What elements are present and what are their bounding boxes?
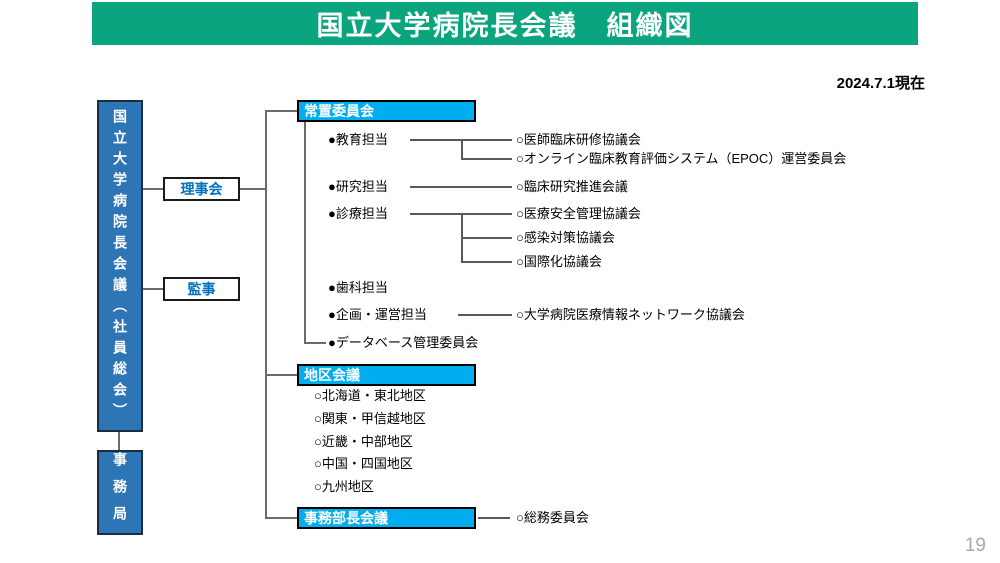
branch-line xyxy=(461,158,512,160)
secretariat-label: 事務局 xyxy=(112,452,128,533)
connector-line xyxy=(143,288,163,290)
auditor-label: 監事 xyxy=(187,281,216,297)
list-item-infection-control-council: ○感染対策協議会 xyxy=(516,230,615,245)
list-item-epoc-committee: ○オンライン臨床教育評価システム（EPOC）運営委員会 xyxy=(516,151,847,166)
connector-line xyxy=(118,432,120,450)
admin-directors-meeting-box: 事務部長会議 xyxy=(297,507,476,529)
page-title: 国立大学病院長会議 組織図 xyxy=(316,11,694,41)
list-item-database: ●データベース管理委員会 xyxy=(328,335,479,350)
regional-meeting-box: 地区会議 xyxy=(297,364,476,386)
branch-line xyxy=(461,261,512,263)
branch-line xyxy=(478,517,510,519)
branch-line xyxy=(410,186,512,188)
connector-subspine-line xyxy=(304,122,306,344)
title-banner: 国立大学病院長会議 組織図 xyxy=(92,2,918,45)
list-item-chugoku-shikoku: ○中国・四国地区 xyxy=(314,456,413,471)
list-item-clinical-training-council: ○医師臨床研修協議会 xyxy=(516,132,641,147)
list-item-medical-info-network-council: ○大学病院医療情報ネットワーク協議会 xyxy=(516,307,745,322)
list-item-internationalization-council: ○国際化協議会 xyxy=(516,254,602,269)
list-item-education: ●教育担当 xyxy=(328,132,388,147)
list-item-clinical-research-council: ○臨床研究推進会議 xyxy=(516,179,628,194)
list-item-kanto-koshinetsu: ○関東・甲信越地区 xyxy=(314,411,426,426)
list-item-clinical: ●診療担当 xyxy=(328,206,388,221)
connector-spine-line xyxy=(265,110,267,519)
connector-line xyxy=(267,110,297,112)
list-item-general-affairs-committee: ○総務委員会 xyxy=(516,510,589,525)
connector-line xyxy=(267,517,297,519)
branch-line xyxy=(461,139,463,159)
board-label: 理事会 xyxy=(180,181,223,197)
admin-directors-meeting-label: 事務部長会議 xyxy=(304,510,388,526)
list-item-hokkaido-tohoku: ○北海道・東北地区 xyxy=(314,388,426,403)
connector-line xyxy=(267,374,297,376)
auditor-box: 監事 xyxy=(163,277,240,301)
connector-line xyxy=(143,188,163,190)
list-item-research: ●研究担当 xyxy=(328,179,388,194)
connector-line xyxy=(240,188,267,190)
list-item-dental: ●歯科担当 xyxy=(328,280,388,295)
list-item-kyushu: ○九州地区 xyxy=(314,479,374,494)
branch-line xyxy=(461,237,512,239)
list-item-medical-safety-council: ○医療安全管理協議会 xyxy=(516,206,641,221)
page-number: 19 xyxy=(964,535,986,556)
standing-committee-box: 常置委員会 xyxy=(297,100,476,122)
branch-line xyxy=(458,314,512,316)
list-item-planning: ●企画・運営担当 xyxy=(328,307,427,322)
board-box: 理事会 xyxy=(163,177,240,201)
standing-committee-label: 常置委員会 xyxy=(304,103,374,119)
connector-line xyxy=(306,342,326,344)
org-root-box: 国立大学病院長会議（社員総会） xyxy=(97,100,143,432)
secretariat-box: 事務局 xyxy=(97,450,143,535)
list-item-kinki-chubu: ○近畿・中部地区 xyxy=(314,434,413,449)
org-root-label: 国立大学病院長会議（社員総会） xyxy=(112,108,128,424)
date-note: 2024.7.1現在 xyxy=(836,75,925,92)
regional-meeting-label: 地区会議 xyxy=(304,367,360,383)
